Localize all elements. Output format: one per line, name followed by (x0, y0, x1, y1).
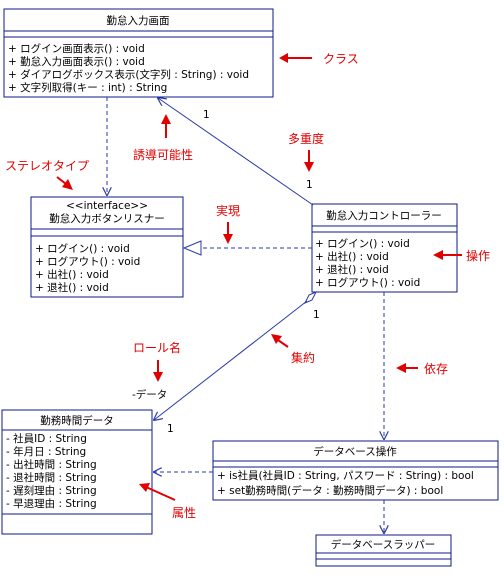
operation: + 退社() : void (35, 281, 109, 294)
attribute: - 退社時間 : String (6, 471, 97, 484)
svg-text:クラス: クラス (323, 52, 359, 66)
operation: + ダイアログボックス表示(文字列 : String) : void (8, 68, 249, 81)
class-name: 勤怠入力画面 (107, 14, 170, 27)
class-button-listener: <<interface>> 勤怠入力ボタンリスナー + ログイン() : voi… (30, 196, 184, 298)
operation: + ログイン() : void (315, 237, 410, 250)
annotation-operation: 操作 (433, 248, 490, 263)
attribute: - 社員ID : String (6, 432, 87, 445)
operation: + 出社() : void (35, 268, 109, 281)
multiplicity-controller-bottom: 1 (313, 309, 320, 321)
operation: + ログアウト() : void (35, 255, 140, 268)
operation: + ログイン画面表示() : void (8, 42, 145, 55)
class-kintai-gamen: 勤怠入力画面 + ログイン画面表示() : void + 勤怠入力画面表示() … (3, 8, 274, 98)
operation: + ログイン() : void (35, 242, 130, 255)
annotation-class: クラス (279, 52, 359, 66)
operation: + set勤務時間(データ : 勤務時間データ) : bool (217, 484, 443, 497)
operation: + 文字列取得(キー : int) : String (8, 81, 167, 94)
svg-text:集約: 集約 (291, 350, 315, 365)
annotation-stereotype: ステレオタイプ (5, 159, 89, 190)
class-name: 勤怠入力ボタンリスナー (49, 212, 165, 225)
svg-text:依存: 依存 (424, 361, 448, 376)
multiplicity-controller-top: 1 (306, 179, 313, 191)
operation: + 出社() : void (315, 250, 389, 263)
operation: + 退社() : void (315, 263, 389, 276)
class-kinmu-data: 勤務時間データ - 社員ID : String - 年月日 : String -… (1, 409, 153, 535)
attribute: - 遅刻理由 : String (6, 484, 97, 497)
operation: + is社員(社員ID : String, パスワード : String) : … (217, 469, 474, 482)
svg-text:ロール名: ロール名 (133, 340, 181, 355)
role-name-label: -データ (132, 388, 167, 401)
annotation-attribute: 属性 (139, 483, 196, 520)
class-db-wrapper: データベースラッパー (315, 534, 452, 567)
class-name: 勤怠入力コントローラー (326, 209, 442, 222)
association-controller-to-gamen (158, 98, 314, 206)
svg-text:実現: 実現 (216, 203, 240, 218)
realization-triangle (182, 240, 202, 256)
multiplicity-data: 1 (167, 423, 174, 435)
svg-text:属性: 属性 (172, 506, 196, 520)
annotation-navigability: 誘導可能性 (133, 114, 193, 162)
annotation-dependency: 依存 (396, 361, 448, 376)
aggregation-controller-to-data (154, 300, 308, 420)
class-name: データベースラッパー (331, 538, 435, 551)
svg-text:操作: 操作 (466, 248, 490, 263)
operation: + ログアウト() : void (315, 276, 420, 289)
stereotype-label: <<interface>> (66, 200, 148, 212)
class-db-sousa: データベース操作 + is社員(社員ID : String, パスワード : S… (212, 440, 499, 501)
svg-text:多重度: 多重度 (288, 131, 324, 146)
attribute: - 出社時間 : String (6, 458, 97, 471)
attribute: - 年月日 : String (6, 445, 86, 458)
svg-text:誘導可能性: 誘導可能性 (133, 148, 193, 162)
annotation-multiplicity: 多重度 (288, 131, 324, 172)
class-name: 勤務時間データ (40, 414, 114, 427)
annotation-role: ロール名 (133, 340, 181, 382)
attribute: - 早退理由 : String (6, 497, 97, 510)
class-name: データベース操作 (313, 445, 397, 458)
annotation-aggregation: 集約 (271, 334, 315, 365)
operation: + 勤怠入力画面表示() : void (8, 55, 145, 68)
class-controller: 勤怠入力コントローラー + ログイン() : void + 出社() : voi… (311, 203, 458, 293)
multiplicity-gamen: 1 (203, 109, 210, 121)
annotation-realization: 実現 (216, 203, 240, 244)
svg-text:ステレオタイプ: ステレオタイプ (5, 159, 89, 173)
